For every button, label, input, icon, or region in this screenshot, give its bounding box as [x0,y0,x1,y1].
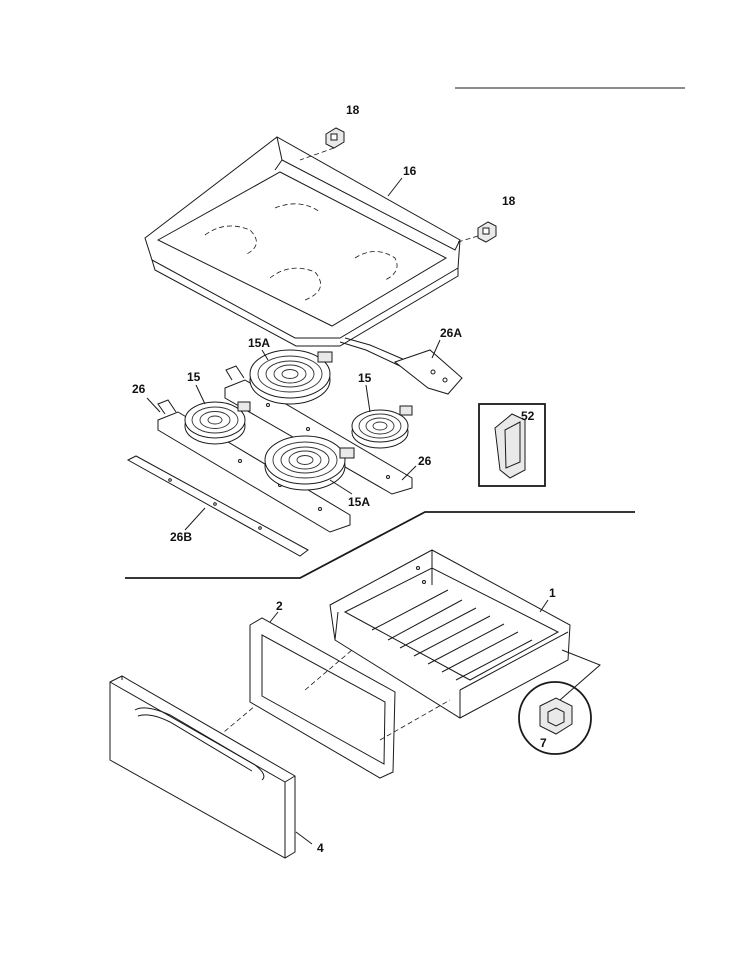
label-16: 16 [403,164,417,178]
label-26B: 26B [170,530,192,544]
drawer-body[interactable] [329,549,571,719]
label-26-right: 26 [418,454,432,468]
clip-inset-box[interactable] [478,403,546,487]
bracket-left-leader [299,147,335,161]
section-divider [125,511,635,579]
alignment-line-3 [379,699,451,741]
burner-element-15a-bottom[interactable] [264,435,355,491]
element-15a-bottom-leader [329,479,353,495]
front-panel-leader [295,831,313,845]
trim-strip[interactable] [126,455,309,557]
alignment-line-1 [304,649,353,691]
element-15-left-leader [195,384,206,405]
bracket-right-leader [457,235,479,243]
bracket-left[interactable] [325,127,345,149]
harness-leader [431,339,441,359]
label-18-left: 18 [346,103,360,117]
label-7: 7 [540,736,547,750]
label-15A-top: 15A [248,336,270,350]
label-52: 52 [521,409,535,423]
drawer-body-leader [539,599,549,613]
liner-leader [269,611,279,623]
element-15a-top-leader [261,349,269,361]
element-15-right-leader [365,384,371,413]
label-15-right: 15 [358,371,372,385]
label-4: 4 [317,841,324,855]
label-15-left: 15 [187,370,201,384]
cooktop-glass-top[interactable] [144,136,461,347]
label-26A: 26A [440,326,462,340]
drawer-front-panel[interactable] [109,675,296,859]
bracket-26-left-leader [146,397,161,413]
label-1: 1 [549,586,556,600]
label-2: 2 [276,599,283,613]
burner-element-15-right[interactable] [351,405,413,449]
cooktop-leader [387,177,403,197]
trim-strip-leader [184,507,206,531]
wire-harness[interactable] [339,337,463,395]
drawer-liner-frame[interactable] [249,617,396,779]
burner-element-15a-top[interactable] [249,349,333,405]
label-18-right: 18 [502,194,516,208]
label-15A-bottom: 15A [348,495,370,509]
label-26-left: 26 [132,382,146,396]
roller-detail-circle[interactable] [518,681,592,755]
bracket-right[interactable] [477,221,497,243]
bracket-26-right-leader [401,465,417,481]
burner-element-15-left[interactable] [184,401,251,445]
detail-connector [559,649,601,701]
